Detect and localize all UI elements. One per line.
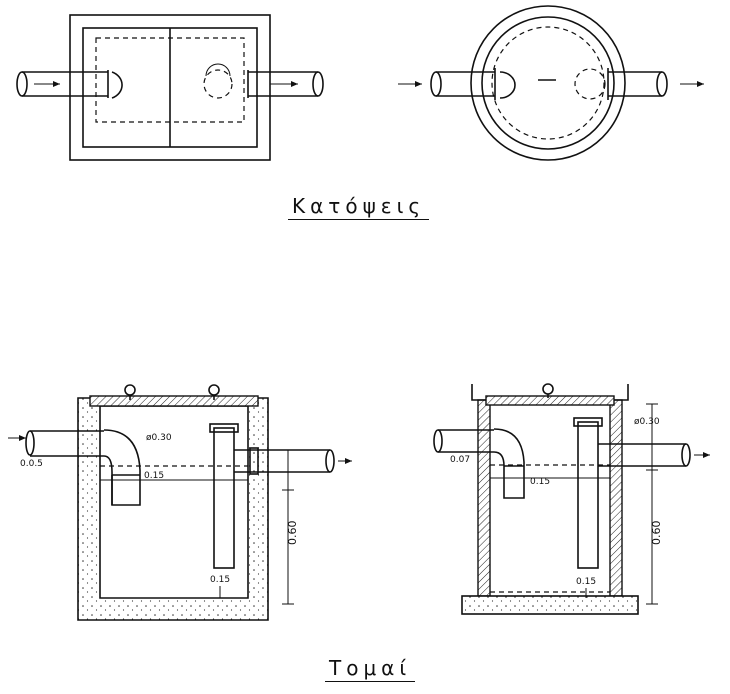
left-height-label: 0.60 xyxy=(286,521,299,546)
right-inlet-dim-label: ø0.30 xyxy=(634,417,660,427)
plan-circular xyxy=(398,5,704,161)
right-water-depth-label: 0.15 xyxy=(530,477,550,487)
plans-caption: Κατόψεις xyxy=(288,194,430,220)
section-rectangular: 0.60 ø0.30 0.0.5 0.15 0.15 xyxy=(8,384,352,621)
section-circular: 0.60 ø0.30 0.07 0.15 0.15 xyxy=(433,383,710,615)
right-inlet-offset-label: 0.07 xyxy=(450,455,470,465)
left-inlet-dim-label: ø0.30 xyxy=(146,433,172,443)
left-inlet-offset-label: 0.0.5 xyxy=(20,459,43,469)
left-outlet-gap-label: 0.15 xyxy=(210,575,230,585)
left-water-depth-label: 0.15 xyxy=(144,471,164,481)
right-height-label: 0.60 xyxy=(650,521,663,546)
plan-rectangular xyxy=(16,14,324,161)
sections-caption: Τομαί xyxy=(325,656,416,682)
right-outlet-gap-label: 0.15 xyxy=(576,577,596,587)
